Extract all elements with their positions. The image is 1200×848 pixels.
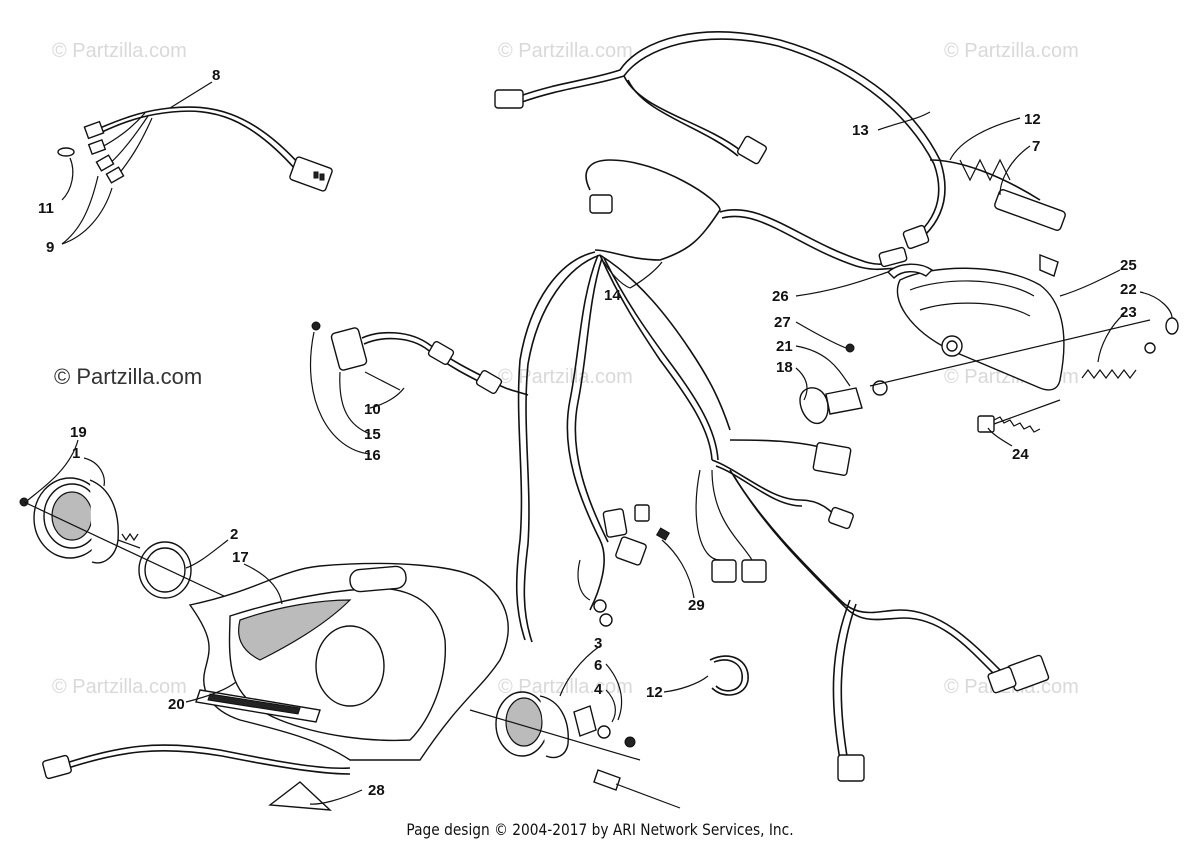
callout-29: 29 — [688, 597, 705, 614]
callout-14: 14 — [604, 287, 621, 304]
callout-26: 26 — [772, 288, 789, 305]
callout-3: 3 — [594, 635, 602, 652]
callout-19: 19 — [70, 424, 87, 441]
callout-28: 28 — [368, 782, 385, 799]
callout-4: 4 — [594, 681, 603, 698]
harness-8 — [57, 106, 333, 192]
callout-20: 20 — [168, 696, 185, 713]
callout-24: 24 — [1012, 446, 1029, 463]
callout-12-bottom: 12 — [646, 684, 663, 701]
callout-18: 18 — [776, 359, 793, 376]
harness-14 — [515, 159, 1050, 782]
watermark: © Partzilla.com — [944, 40, 1079, 62]
callout-12-top: 12 — [1024, 111, 1041, 128]
callout-17: 17 — [232, 549, 249, 566]
callout-8: 8 — [212, 67, 220, 84]
page-footer: Page design © 2004-2017 by ARI Network S… — [406, 820, 794, 839]
callout-27: 27 — [774, 314, 791, 331]
watermark: © Partzilla.com — [52, 40, 187, 62]
callout-16: 16 — [364, 447, 381, 464]
callout-23: 23 — [1120, 304, 1137, 321]
callouts: 8 11 9 13 12 7 14 26 27 21 18 25 22 23 2… — [38, 67, 1137, 799]
callout-21: 21 — [776, 338, 793, 355]
callout-10: 10 — [364, 401, 381, 418]
callout-15: 15 — [364, 426, 381, 443]
taillight-assembly — [799, 253, 1179, 433]
watermark-main: © Partzilla.com — [54, 364, 203, 389]
callout-13: 13 — [852, 122, 869, 139]
callout-7: 7 — [1032, 138, 1040, 155]
callout-6: 6 — [594, 657, 602, 674]
watermark: © Partzilla.com — [498, 676, 633, 698]
callout-9: 9 — [46, 239, 54, 256]
harness-13 — [494, 31, 1066, 250]
watermark: © Partzilla.com — [52, 676, 187, 698]
harness-15-16 — [311, 321, 529, 396]
callout-22: 22 — [1120, 281, 1137, 298]
callout-25: 25 — [1120, 257, 1137, 274]
callout-1: 1 — [72, 445, 80, 462]
watermark: © Partzilla.com — [498, 40, 633, 62]
callout-2: 2 — [230, 526, 238, 543]
gauge-3 — [469, 655, 749, 809]
watermark: © Partzilla.com — [498, 366, 633, 388]
callout-11: 11 — [38, 200, 54, 217]
console-20 — [42, 562, 509, 811]
leader-lines — [27, 81, 1173, 805]
